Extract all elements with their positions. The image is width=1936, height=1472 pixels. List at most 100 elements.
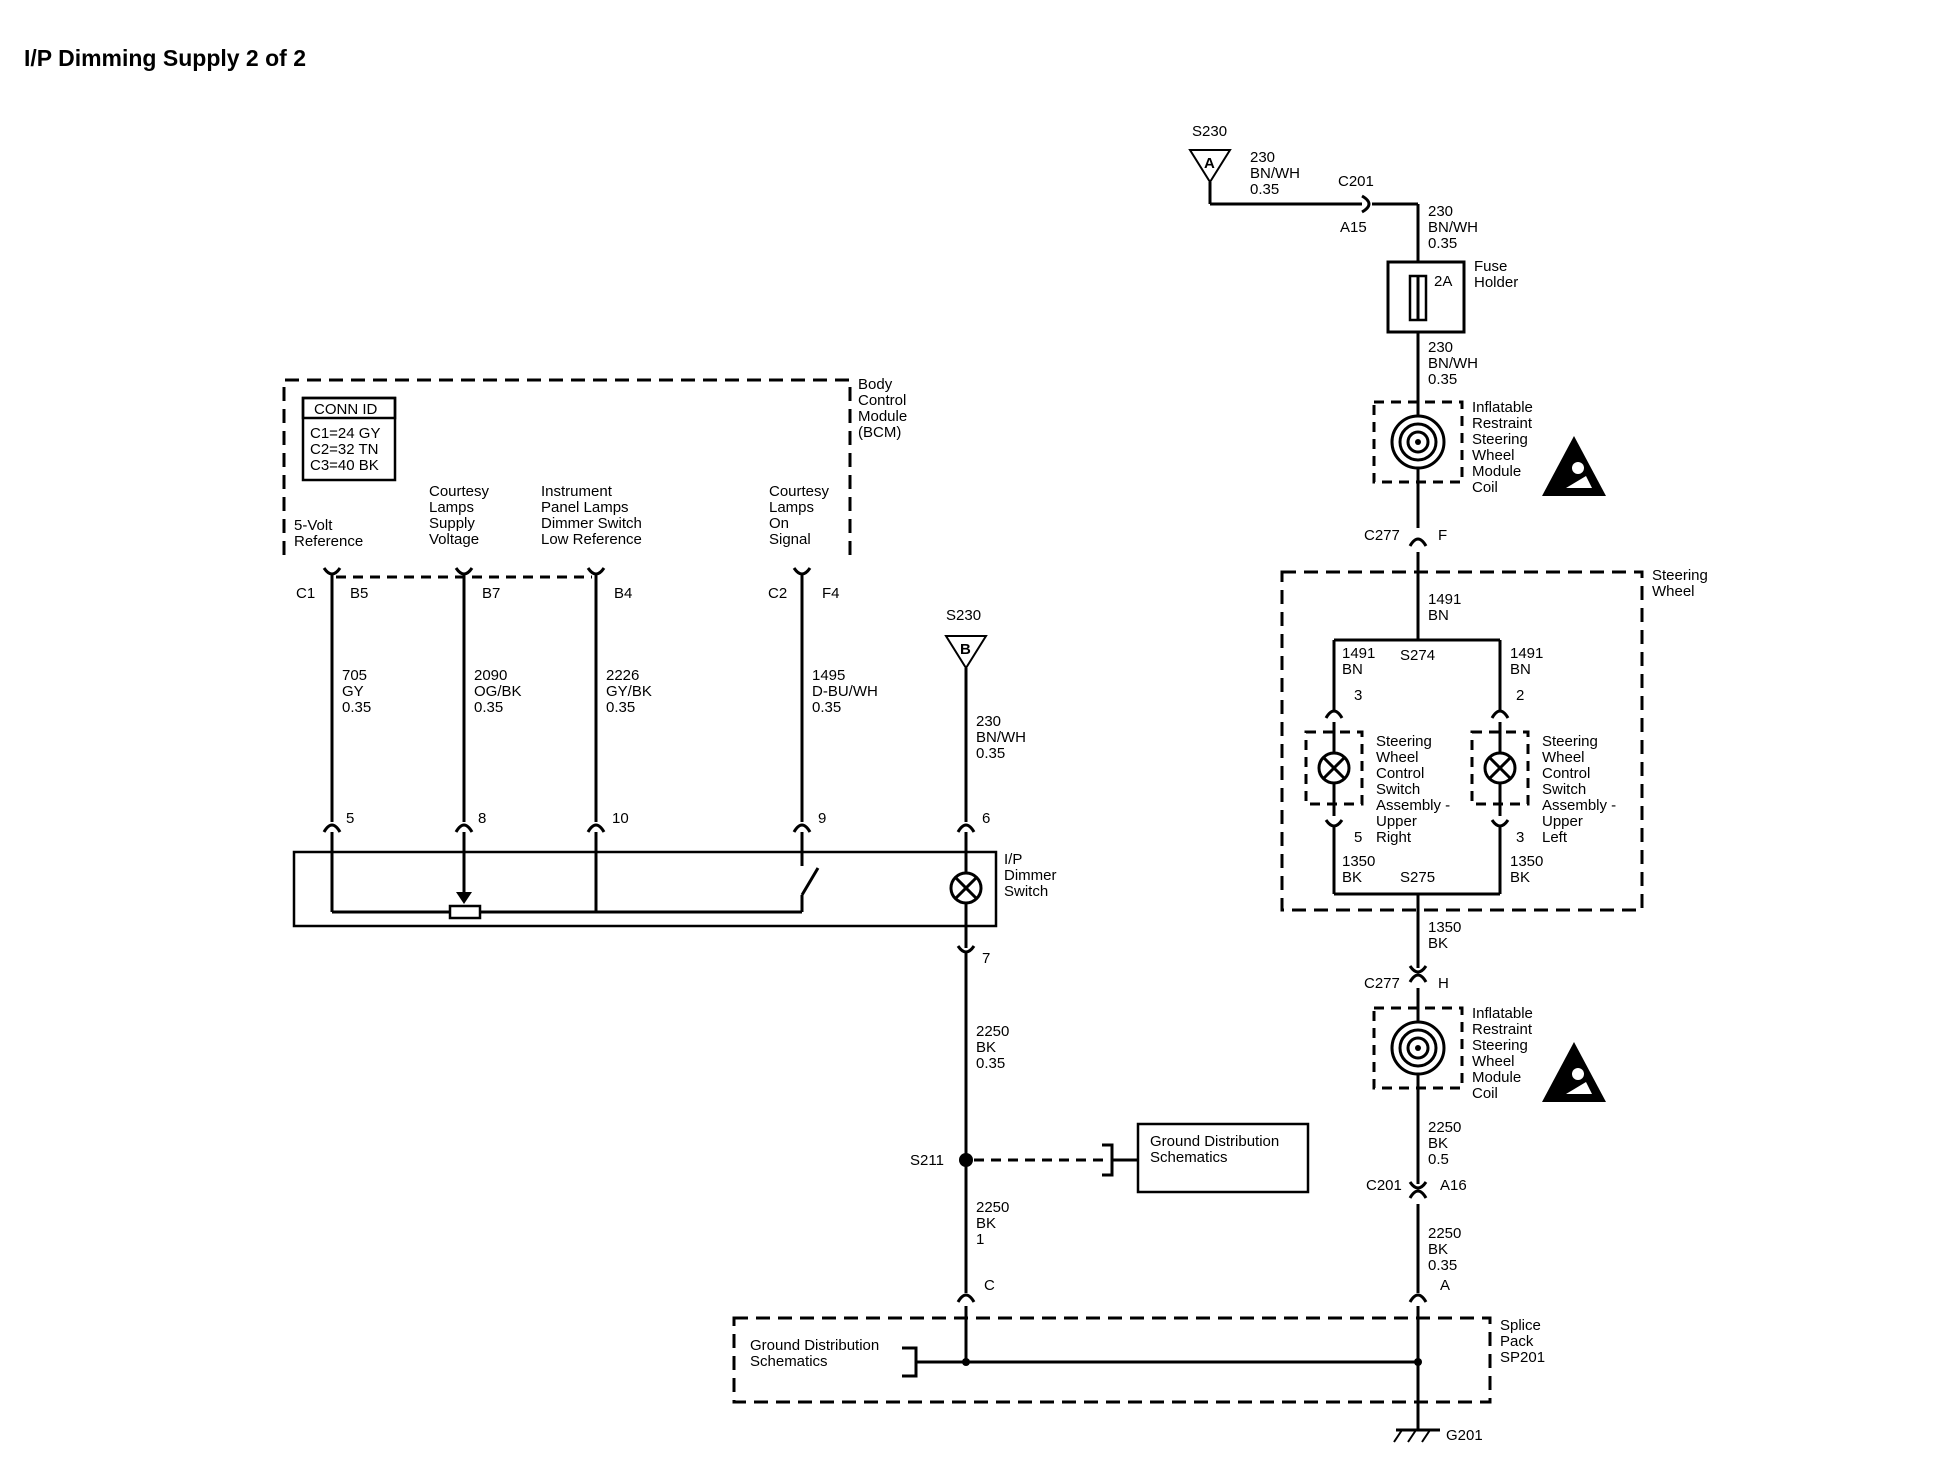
ground-wire-num: 2250 (976, 1023, 1009, 1040)
airbag-warning-icon (1542, 436, 1606, 496)
s230-b-letter: B (960, 641, 971, 658)
ground-wire2-num: 2250 (976, 1199, 1009, 1216)
switch-pin-9: 9 (818, 810, 826, 827)
splice-pack-label-3: SP201 (1500, 1349, 1545, 1366)
switch-l-5: Assembly - (1542, 797, 1616, 814)
c277-label-top: C277 (1364, 527, 1400, 544)
ground-g201: G201 (1446, 1427, 1483, 1444)
page-title: I/P Dimming Supply 2 of 2 (24, 45, 306, 71)
coil2-label-3: Steering (1472, 1037, 1528, 1054)
c277-pin-h: H (1438, 975, 1449, 992)
wire-2226-size: 0.35 (606, 699, 635, 716)
airbag-warning-icon (1542, 1042, 1606, 1102)
clockspring-coil-top (1390, 414, 1446, 470)
supply-wire-color: BN/WH (976, 729, 1026, 746)
switch-r-6: Upper (1376, 813, 1417, 830)
conn-c2: C2 (768, 585, 787, 602)
switch-r-7: Right (1376, 829, 1412, 846)
pin-3-bottom: 3 (1516, 829, 1524, 846)
splice-s211: S211 (910, 1152, 944, 1169)
wire-1350-left-num: 1350 (1342, 853, 1375, 870)
wire-1350-left-color: BK (1342, 869, 1362, 886)
coil1-label-3: Steering (1472, 431, 1528, 448)
wire-1350-num: 1350 (1428, 919, 1461, 936)
wire-2226-num: 2226 (606, 667, 639, 684)
pin-b5: B5 (350, 585, 368, 602)
bcm-name-1: Body (858, 376, 893, 393)
switch-l-4: Switch (1542, 781, 1586, 798)
s230-b-label: S230 (946, 607, 981, 624)
wire-705-color: GY (342, 683, 364, 700)
c201-label: C201 (1338, 173, 1374, 190)
coil1-label-4: Wheel (1472, 447, 1515, 464)
conn-id-c2: C2=32 TN (310, 441, 379, 458)
switch-pin-7: 7 (982, 950, 990, 967)
wire-b-num: 230 (1428, 203, 1453, 220)
wire-2250b-num: 2250 (1428, 1225, 1461, 1242)
switch-pin-6: 6 (982, 810, 990, 827)
sp-ground-ref-1: Ground Distribution (750, 1337, 879, 1354)
label-courtesy-supply-1: Courtesy (429, 483, 490, 500)
switch-l-2: Wheel (1542, 749, 1585, 766)
label-ip-lamps-3: Dimmer Switch (541, 515, 642, 532)
ground-icon (1393, 1428, 1440, 1443)
switch-pin-10: 10 (612, 810, 629, 827)
wire-c-color: BN/WH (1428, 355, 1478, 372)
wire-1491-num: 1491 (1428, 591, 1461, 608)
dimmer-ground-path: 2250 BK 0.35 S211 Ground Distribution Sc… (910, 952, 1310, 1303)
switch-r-3: Control (1376, 765, 1424, 782)
wire-1350-right-num: 1350 (1510, 853, 1543, 870)
switch-r-4: Switch (1376, 781, 1420, 798)
conn-id-box: CONN ID C1=24 GY C2=32 TN C3=40 BK (301, 396, 397, 482)
splice-pack-sp201: Ground Distribution Schematics Splice Pa… (732, 1306, 1545, 1444)
pin-2: 2 (1516, 687, 1524, 704)
wire-1491-color: BN (1428, 607, 1449, 624)
label-courtesy-on-1: Courtesy (769, 483, 830, 500)
sp-ground-ref-2: Schematics (750, 1353, 828, 1370)
clockspring-coil-bottom (1390, 1020, 1446, 1076)
coil1-label-2: Restraint (1472, 415, 1533, 432)
switch-pin-5: 5 (346, 810, 354, 827)
ground-wire-size: 0.35 (976, 1055, 1005, 1072)
c201-pin-a15: A15 (1340, 219, 1367, 236)
supply-wire-num: 230 (976, 713, 1001, 730)
fuse-label-2: Holder (1474, 274, 1518, 291)
wire-c-num: 230 (1428, 339, 1453, 356)
wire-a-num: 230 (1250, 149, 1275, 166)
c201-pin-a16: A16 (1440, 1177, 1467, 1194)
pin-a: A (1440, 1277, 1450, 1294)
bcm-name-4: (BCM) (858, 424, 901, 441)
wire-705-num: 705 (342, 667, 367, 684)
conn-id-header: CONN ID (314, 401, 378, 418)
switch-r-2: Wheel (1376, 749, 1419, 766)
bcm-module: Body Control Module (BCM) CONN ID C1=24 … (282, 376, 907, 822)
switch-pin-8: 8 (478, 810, 486, 827)
c277-label-bottom: C277 (1364, 975, 1400, 992)
coil2-label-4: Wheel (1472, 1053, 1515, 1070)
wire-1495-num: 1495 (812, 667, 845, 684)
wire-a-size: 0.35 (1250, 181, 1279, 198)
wire-2226-color: GY/BK (606, 683, 652, 700)
ground-ref-2: Schematics (1150, 1149, 1228, 1166)
wire-1350-right-color: BK (1510, 869, 1530, 886)
ip-dimmer-switch: 5 8 10 9 6 I/P Dimmer Switch 7 (292, 810, 1057, 967)
wire-1491-right-color: BN (1510, 661, 1531, 678)
s230-a-letter: A (1204, 155, 1215, 172)
wire-b-size: 0.35 (1428, 235, 1457, 252)
wire-2250a-size: 0.5 (1428, 1151, 1449, 1168)
splice-s275: S275 (1400, 869, 1435, 886)
bcm-name-3: Module (858, 408, 907, 425)
right-power-chain: S230 A 230 BN/WH 0.35 C201 A15 230 BN/WH… (1188, 123, 1708, 1303)
wire-b-color: BN/WH (1428, 219, 1478, 236)
switch-r-1: Steering (1376, 733, 1432, 750)
dimmer-name-3: Switch (1004, 883, 1048, 900)
steering-wheel-label-2: Wheel (1652, 583, 1695, 600)
fuse-label-1: Fuse (1474, 258, 1507, 275)
label-courtesy-on-3: On (769, 515, 789, 532)
coil1-label-1: Inflatable (1472, 399, 1533, 416)
coil2-label-1: Inflatable (1472, 1005, 1533, 1022)
label-ip-lamps-4: Low Reference (541, 531, 642, 548)
pin-b7: B7 (482, 585, 500, 602)
wire-1491-left-num: 1491 (1342, 645, 1375, 662)
